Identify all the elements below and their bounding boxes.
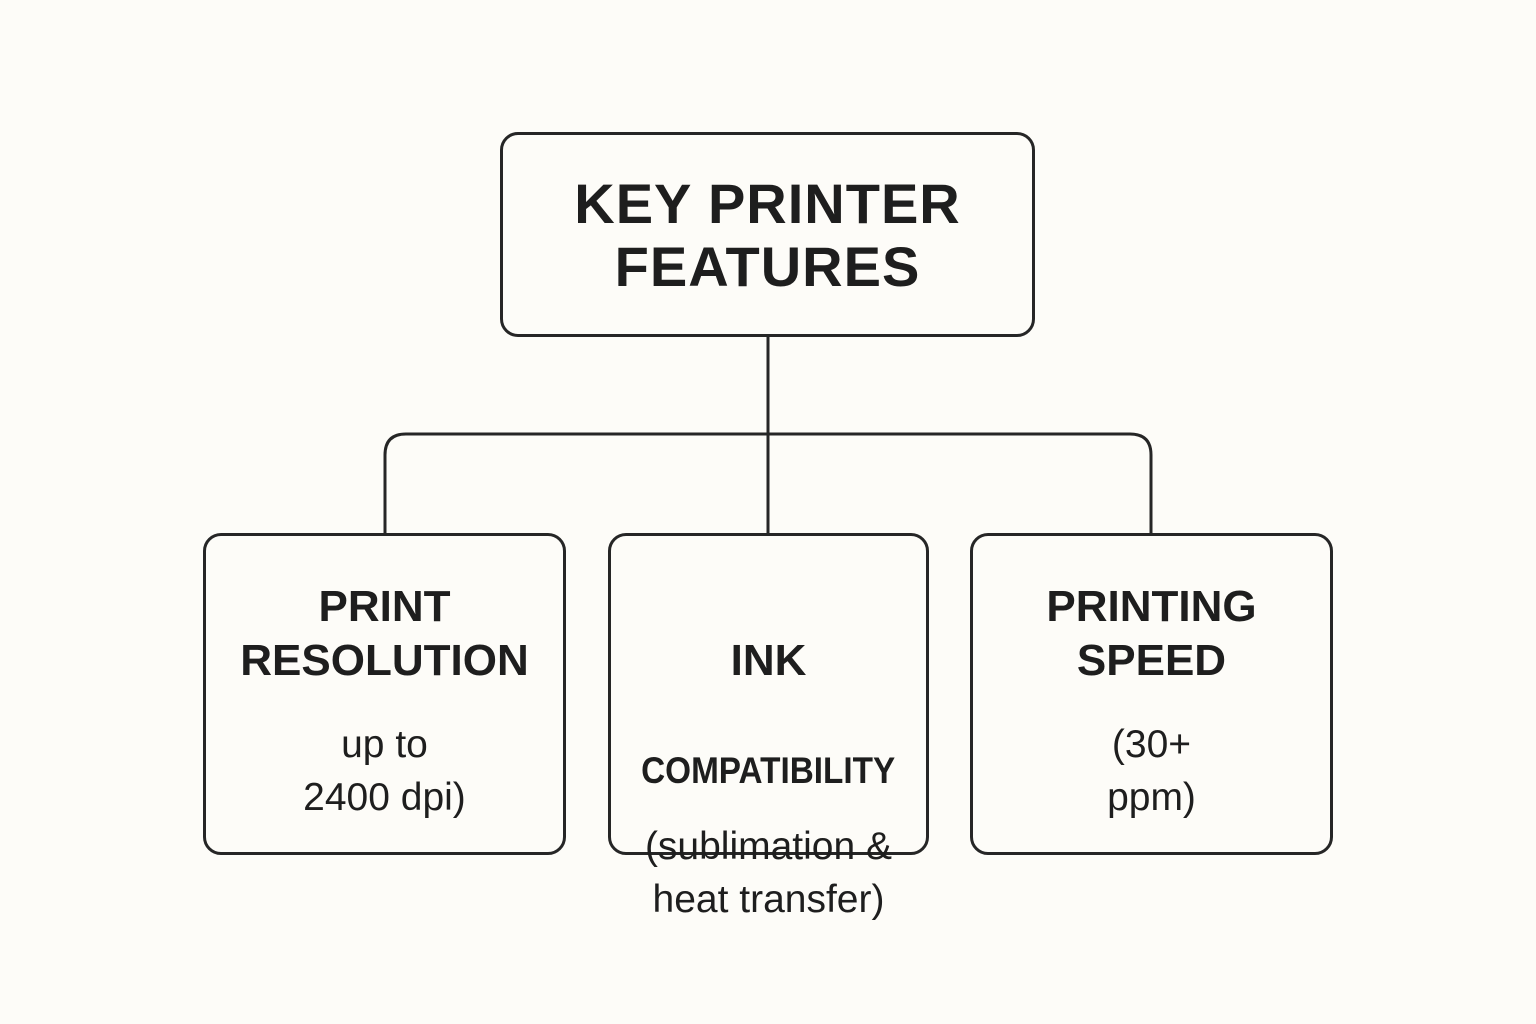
child-node-title: INK COMPATIBILITY [627,580,909,798]
child-node-title-line1: INK [730,636,807,685]
child-node-print-resolution: PRINT RESOLUTION up to 2400 dpi) [203,533,566,855]
root-node-title: KEY PRINTER FEATURES [574,171,961,298]
child-node-printing-speed: PRINTING SPEED (30+ ppm) [970,533,1333,855]
child-node-title: PRINTING SPEED [1046,582,1257,685]
child-node-title: PRINT RESOLUTION [240,582,529,685]
connector-branch-bar [383,432,1153,533]
child-node-description: (sublimation & heat transfer) [644,825,893,921]
child-node-description: up to 2400 dpi) [303,723,466,819]
child-node-description: (30+ ppm) [1107,723,1196,819]
child-node-ink-compatibility: INK COMPATIBILITY (sublimation & heat tr… [608,533,929,921]
child-node-title-line2: COMPATIBILITY [641,750,896,791]
root-node: KEY PRINTER FEATURES [500,132,1035,337]
